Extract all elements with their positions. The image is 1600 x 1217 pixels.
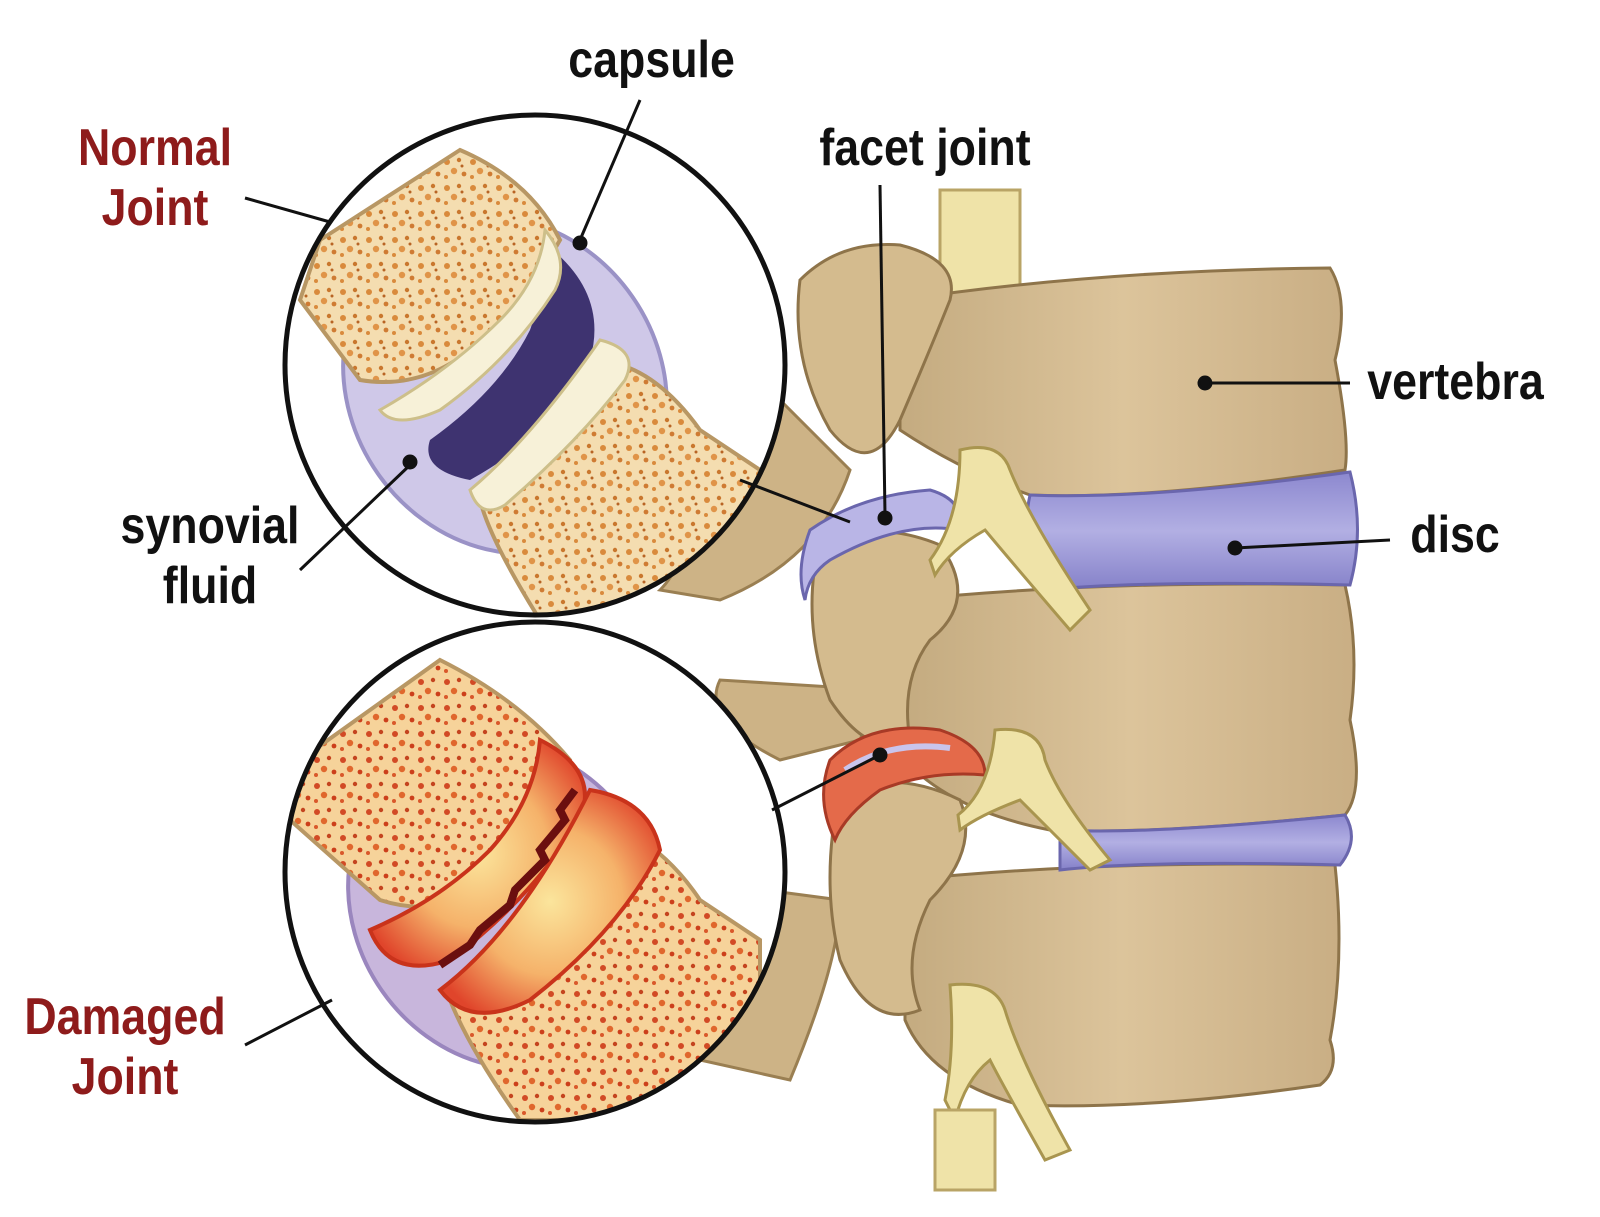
leader-lines (244, 99, 1391, 1047)
normal-joint-label: Normal Joint (55, 118, 255, 238)
damaged-joint-inset (282, 619, 788, 1125)
nerve-roots (928, 446, 1113, 1162)
upper-cartilage (377, 226, 563, 422)
damaged-joint-leader (244, 998, 333, 1047)
facet-joint-damaged (822, 726, 987, 844)
spinal-cord-lower (933, 1108, 997, 1192)
normal-joint-label-line2: Joint (101, 179, 209, 237)
normal-joint-leader (244, 196, 331, 224)
synovial-fluid (428, 240, 595, 480)
damaged-joint-label-line1: Damaged (24, 988, 226, 1046)
normal-joint-label-line1: Normal (77, 119, 233, 177)
vertebral-bodies (898, 266, 1358, 1108)
inflamed-cartilage-lower (437, 787, 663, 1015)
synovial-fluid-leader (298, 463, 412, 572)
discs (1025, 470, 1359, 872)
articular-processes (796, 242, 968, 1016)
vertebra-body-middle (903, 582, 1358, 833)
disc-label: disc (1410, 506, 1500, 564)
damaged-joint-label: Damaged Joint (5, 987, 245, 1107)
synovial-fluid-label: synovial fluid (100, 496, 320, 616)
facet-joint-leader (878, 184, 887, 516)
capsule-label: capsule (568, 31, 735, 89)
spinal-cord (938, 188, 1022, 302)
disc-leader (1234, 538, 1391, 550)
disc-lower (1058, 813, 1353, 872)
capsule-leader (578, 99, 642, 241)
facet-joint-label: facet joint (819, 119, 1031, 177)
synovial-fluid-label-line2: fluid (162, 557, 258, 615)
joint-space-crack (437, 787, 579, 969)
normal-joint-inset (282, 112, 788, 618)
top-inset-to-facet-leader (739, 478, 851, 524)
vertebra-label: vertebra (1367, 353, 1544, 411)
lower-cartilage (468, 338, 631, 512)
damaged-joint-label-line2: Joint (71, 1048, 179, 1106)
bottom-inset-to-facet-leader (771, 753, 881, 812)
synovial-fluid-label-line1: synovial (120, 497, 300, 555)
